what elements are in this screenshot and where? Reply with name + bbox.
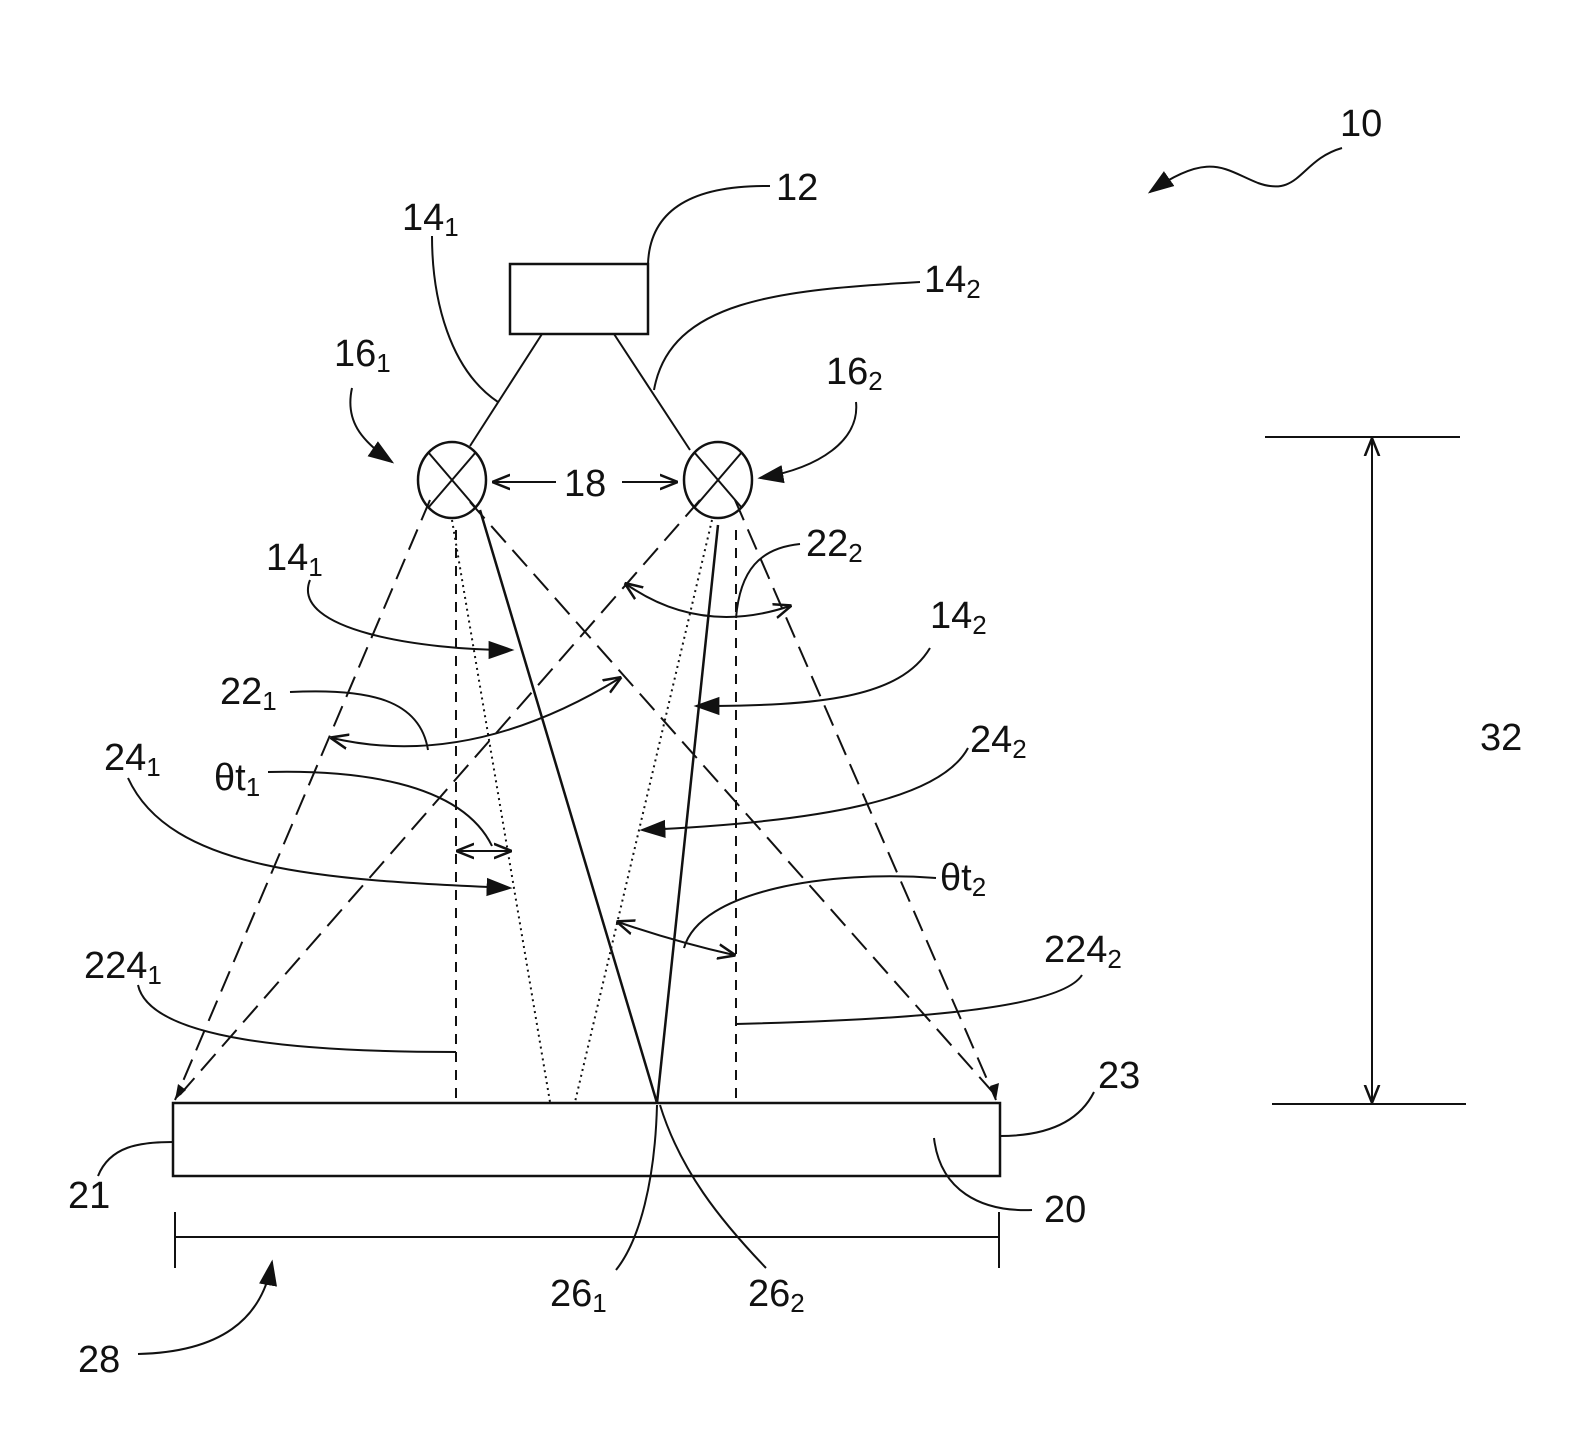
cone-arrowheads bbox=[175, 1084, 186, 1100]
label-12: 12 bbox=[776, 167, 818, 209]
leader-16-2 bbox=[760, 402, 856, 478]
label-theta-1: θt1 bbox=[214, 757, 260, 802]
label-21: 21 bbox=[68, 1175, 110, 1217]
label-20: 20 bbox=[1044, 1189, 1086, 1231]
label-14-1-mid: 141 bbox=[266, 537, 323, 582]
leader-10 bbox=[1150, 148, 1342, 192]
leader-20 bbox=[934, 1138, 1032, 1210]
leader-22-1 bbox=[290, 691, 428, 750]
leader-24-1 bbox=[128, 778, 510, 888]
leader-28 bbox=[138, 1262, 272, 1354]
label-26-2: 262 bbox=[748, 1273, 805, 1318]
dotted-ray-right bbox=[575, 520, 712, 1102]
label-24-2: 242 bbox=[970, 719, 1027, 764]
leader-22-2 bbox=[736, 544, 800, 618]
dotted-ray-left bbox=[452, 520, 550, 1102]
fiber-right bbox=[614, 334, 690, 450]
label-23: 23 bbox=[1098, 1055, 1140, 1097]
leader-14-1-top bbox=[432, 236, 498, 402]
leader-21 bbox=[98, 1142, 173, 1176]
label-26-1: 261 bbox=[550, 1273, 607, 1318]
label-24-1: 241 bbox=[104, 737, 161, 782]
label-10: 10 bbox=[1340, 103, 1382, 145]
label-14-1-top: 141 bbox=[402, 197, 459, 242]
leader-23 bbox=[1000, 1092, 1094, 1136]
label-22-1: 221 bbox=[220, 671, 277, 716]
label-22-2: 222 bbox=[806, 523, 863, 568]
source-box bbox=[510, 264, 648, 334]
leader-theta-1 bbox=[268, 772, 492, 846]
label-theta-2: θt2 bbox=[940, 857, 986, 902]
label-14-2-top: 142 bbox=[924, 259, 981, 304]
cone-left-inner bbox=[470, 502, 998, 1098]
fiber-left bbox=[470, 334, 542, 446]
label-18: 18 bbox=[564, 463, 606, 505]
divergence-arc-left bbox=[332, 678, 620, 746]
leader-14-1-mid bbox=[308, 580, 512, 650]
label-28: 28 bbox=[78, 1339, 120, 1381]
leader-224-2 bbox=[736, 975, 1082, 1024]
leader-12 bbox=[648, 186, 770, 264]
label-16-1: 161 bbox=[334, 333, 391, 378]
cone-left-outer bbox=[175, 500, 430, 1100]
beam-left bbox=[480, 510, 657, 1103]
leader-26-1 bbox=[616, 1105, 657, 1270]
cone-right-outer bbox=[735, 500, 996, 1100]
label-14-2-mid: 142 bbox=[930, 595, 987, 640]
leader-16-1 bbox=[350, 388, 392, 462]
label-32: 32 bbox=[1480, 717, 1522, 759]
label-224-1: 2241 bbox=[84, 945, 162, 990]
label-224-2: 2242 bbox=[1044, 929, 1122, 974]
label-16-2: 162 bbox=[826, 351, 883, 396]
leader-224-1 bbox=[138, 985, 456, 1052]
leader-26-2 bbox=[660, 1105, 766, 1268]
target-plate bbox=[173, 1103, 1000, 1176]
